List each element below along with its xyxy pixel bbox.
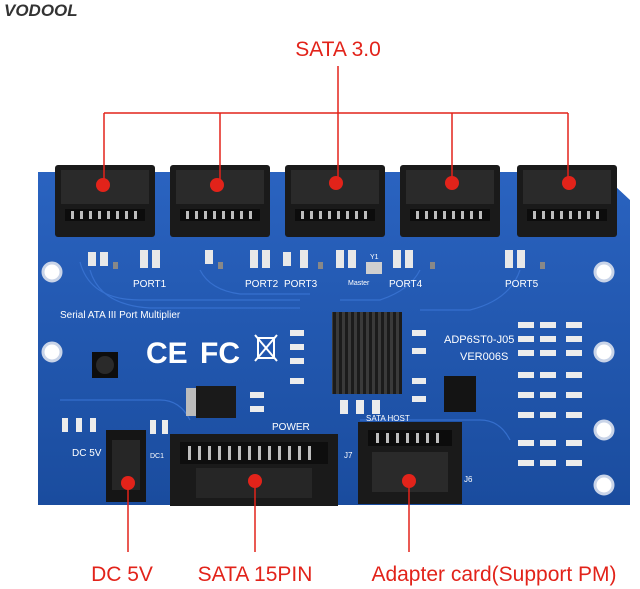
sata-connector-2 xyxy=(170,165,270,237)
ce-mark: CE xyxy=(146,337,188,370)
power-label: POWER xyxy=(272,422,310,433)
ic-chip xyxy=(444,376,476,412)
port-label-2: PORT2 xyxy=(245,279,279,290)
sata-connector-1 xyxy=(55,165,155,237)
board-model: ADP6ST0-J05 xyxy=(444,334,514,346)
voltage-regulator xyxy=(186,386,236,418)
dc1-label: DC1 xyxy=(150,453,164,460)
top-callout-leader xyxy=(103,66,569,183)
callout-adapter-card: Adapter card(Support PM) xyxy=(371,563,616,586)
capacitor xyxy=(92,352,118,378)
master-label: Master xyxy=(348,280,370,287)
port-label-4: PORT4 xyxy=(389,279,423,290)
resistor-array xyxy=(518,322,582,466)
port-label-3: PORT3 xyxy=(284,279,318,290)
sata-connector-4 xyxy=(400,165,500,237)
brand-logo: VODOOL xyxy=(4,1,78,20)
callout-dc5v: DC 5V xyxy=(91,563,153,586)
board-title: Serial ATA III Port Multiplier xyxy=(60,310,181,321)
j6-label: J6 xyxy=(464,475,473,484)
fc-mark: FC xyxy=(200,337,240,370)
heatsink xyxy=(332,312,402,394)
j7-label: J7 xyxy=(344,451,353,460)
crystal-label: Y1 xyxy=(370,254,379,261)
board-version: VER006S xyxy=(460,351,508,363)
left-components xyxy=(62,330,426,434)
sata-connector-5 xyxy=(517,165,617,237)
bottom-callout-leaders xyxy=(127,481,410,552)
port-label-1: PORT1 xyxy=(133,279,167,290)
sata-host-label: SATA HOST xyxy=(366,414,410,423)
callout-sata30: SATA 3.0 xyxy=(295,38,381,61)
port-labels: PORT1 PORT2 PORT3 Master Y1 PORT4 PORT5 xyxy=(133,254,539,290)
sata-port-connectors xyxy=(55,165,617,237)
certification-marks: CE FC xyxy=(146,334,278,370)
sata-connector-3 xyxy=(285,165,385,237)
dc-silk-label: DC 5V xyxy=(72,448,102,459)
sata-15pin-connector xyxy=(170,434,338,506)
weee-bin-icon xyxy=(254,334,278,362)
sata-host-connector xyxy=(358,422,462,504)
port-label-5: PORT5 xyxy=(505,279,539,290)
dc-power-jack xyxy=(106,430,146,502)
smd-components xyxy=(88,250,545,274)
mounting-holes xyxy=(41,261,615,496)
callout-sata15pin: SATA 15PIN xyxy=(198,563,313,586)
